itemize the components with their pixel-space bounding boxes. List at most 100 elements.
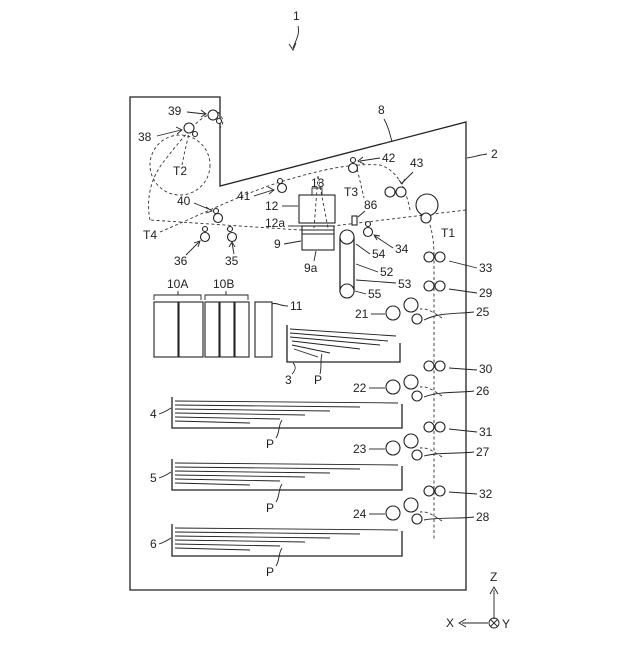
pickup-roller-24-label: 24 (353, 507, 367, 521)
housing-leader (467, 154, 487, 158)
separation-roller-26a (404, 375, 418, 389)
separation-roller-28b (412, 514, 422, 524)
roller-39 (208, 110, 218, 120)
feed-pair-30a (424, 361, 434, 371)
sensor-86 (352, 216, 357, 225)
figure-number-label: 1 (293, 9, 300, 23)
tray-6-sheets (175, 528, 398, 550)
pickup-roller-22 (386, 380, 400, 394)
tray-4-sheets (175, 401, 398, 423)
tray-5-leader (159, 472, 171, 478)
z-axis-label: Z (490, 570, 497, 584)
belt-roller-55 (340, 284, 354, 298)
feed-pair-32-label: 32 (479, 487, 493, 501)
y-axis-label: Y (502, 617, 510, 631)
roller-43b (396, 187, 406, 197)
feed-pair-31-label: 31 (479, 425, 493, 439)
feed-pair-31a (424, 422, 434, 432)
pickup-roller-21 (386, 306, 400, 320)
feed-pair-31b (435, 422, 445, 432)
carriage-9-label: 9 (274, 237, 281, 251)
y-axis-cross (491, 620, 498, 627)
roller-40-label: 40 (177, 194, 191, 208)
tray-3-sheet-leader (320, 354, 322, 374)
feed-pair-33b (435, 252, 445, 262)
carriage-9a-label: 9a (304, 261, 318, 275)
separation-roller-28-label: 28 (476, 510, 490, 524)
belt-52-label: 52 (380, 265, 394, 279)
roller-42 (349, 164, 358, 173)
feed-pair-33-leader (449, 261, 477, 268)
feed-pair-30b (435, 361, 445, 371)
belt-support-53-label: 53 (398, 277, 412, 291)
belt-roller-54-label: 54 (372, 247, 386, 261)
roller-38-follower (193, 132, 198, 137)
roller-42-leader (360, 158, 380, 161)
cartridge-group-10b-label: 10B (213, 277, 234, 291)
coordinate-axes: Z X Y (446, 570, 510, 631)
tray-5-sheets (175, 463, 398, 485)
ink-cartridge-1 (154, 302, 178, 357)
pickup-roller-21-label: 21 (355, 307, 369, 321)
ink-cartridge-3 (205, 302, 219, 357)
roller-36 (201, 233, 210, 242)
cartridge-group-10b-bracket (205, 291, 248, 300)
head-12-label: 12 (265, 199, 279, 213)
separation-roller-27-label: 27 (476, 445, 490, 459)
roller-40-follower (214, 209, 219, 214)
tray-6-sheet-label: P (266, 565, 274, 579)
carriage-9-leader (284, 241, 301, 244)
separation-roller-27a (404, 434, 418, 448)
roller-40 (214, 214, 223, 223)
roller-38-label: 38 (138, 130, 152, 144)
belt-support-53-leader (356, 280, 396, 283)
roller-35 (228, 233, 237, 242)
upper-surface-label: 8 (378, 103, 385, 117)
tray-5-sheet-leader (276, 484, 282, 502)
tray-4-sheet-label: P (266, 437, 274, 451)
carriage-9a-leader (314, 251, 316, 261)
waste-ink-tank-11-leader (272, 303, 288, 306)
recording-head-12 (299, 195, 335, 223)
roller-34-follower (366, 222, 371, 227)
upper-surface-leader (384, 119, 392, 142)
roller-41-label: 41 (237, 189, 251, 203)
roller-40-arrowhead (206, 207, 212, 213)
waste-ink-tank-11 (255, 302, 272, 357)
tray-4-leader (159, 408, 171, 414)
tray-5-sheet-label: P (266, 501, 274, 515)
roller-35-label: 35 (225, 254, 239, 268)
output-roller-small (421, 213, 431, 223)
feed-pair-30-label: 30 (479, 362, 493, 376)
feed-pair-30-leader (449, 368, 477, 370)
pickup-roller-22-label: 22 (353, 381, 367, 395)
tray-6-sheet-leader (276, 548, 282, 566)
path-t1-label: T1 (441, 226, 455, 240)
roller-34-label: 34 (395, 242, 409, 256)
pickup-roller-23 (386, 441, 400, 455)
belt-roller-54-leader (356, 244, 370, 254)
feed-path-branch-27 (420, 448, 442, 457)
feed-pair-29-label: 29 (479, 286, 493, 300)
tray-3-label: 3 (285, 373, 292, 387)
housing-label: 2 (491, 147, 498, 161)
tray-4-sheet-leader (276, 420, 282, 438)
roller-35-follower (228, 227, 233, 232)
roller-39-label: 39 (168, 104, 182, 118)
separation-roller-26-label: 26 (476, 384, 490, 398)
tray-4-label: 4 (150, 407, 157, 421)
path-t2-label: T2 (173, 164, 187, 178)
roller-36-follower (203, 227, 208, 232)
separation-roller-27b (412, 450, 422, 460)
roller-34 (364, 228, 373, 237)
separation-roller-25a (404, 298, 418, 312)
belt-roller-54 (340, 230, 354, 244)
feed-path-branch-28 (420, 512, 442, 521)
feed-pair-29a (424, 281, 434, 291)
roller-43-label: 43 (410, 156, 424, 170)
tray-6-label: 6 (150, 537, 157, 551)
tray-5-label: 5 (150, 471, 157, 485)
pickup-roller-24 (386, 506, 400, 520)
belt-roller-55-label: 55 (368, 287, 382, 301)
